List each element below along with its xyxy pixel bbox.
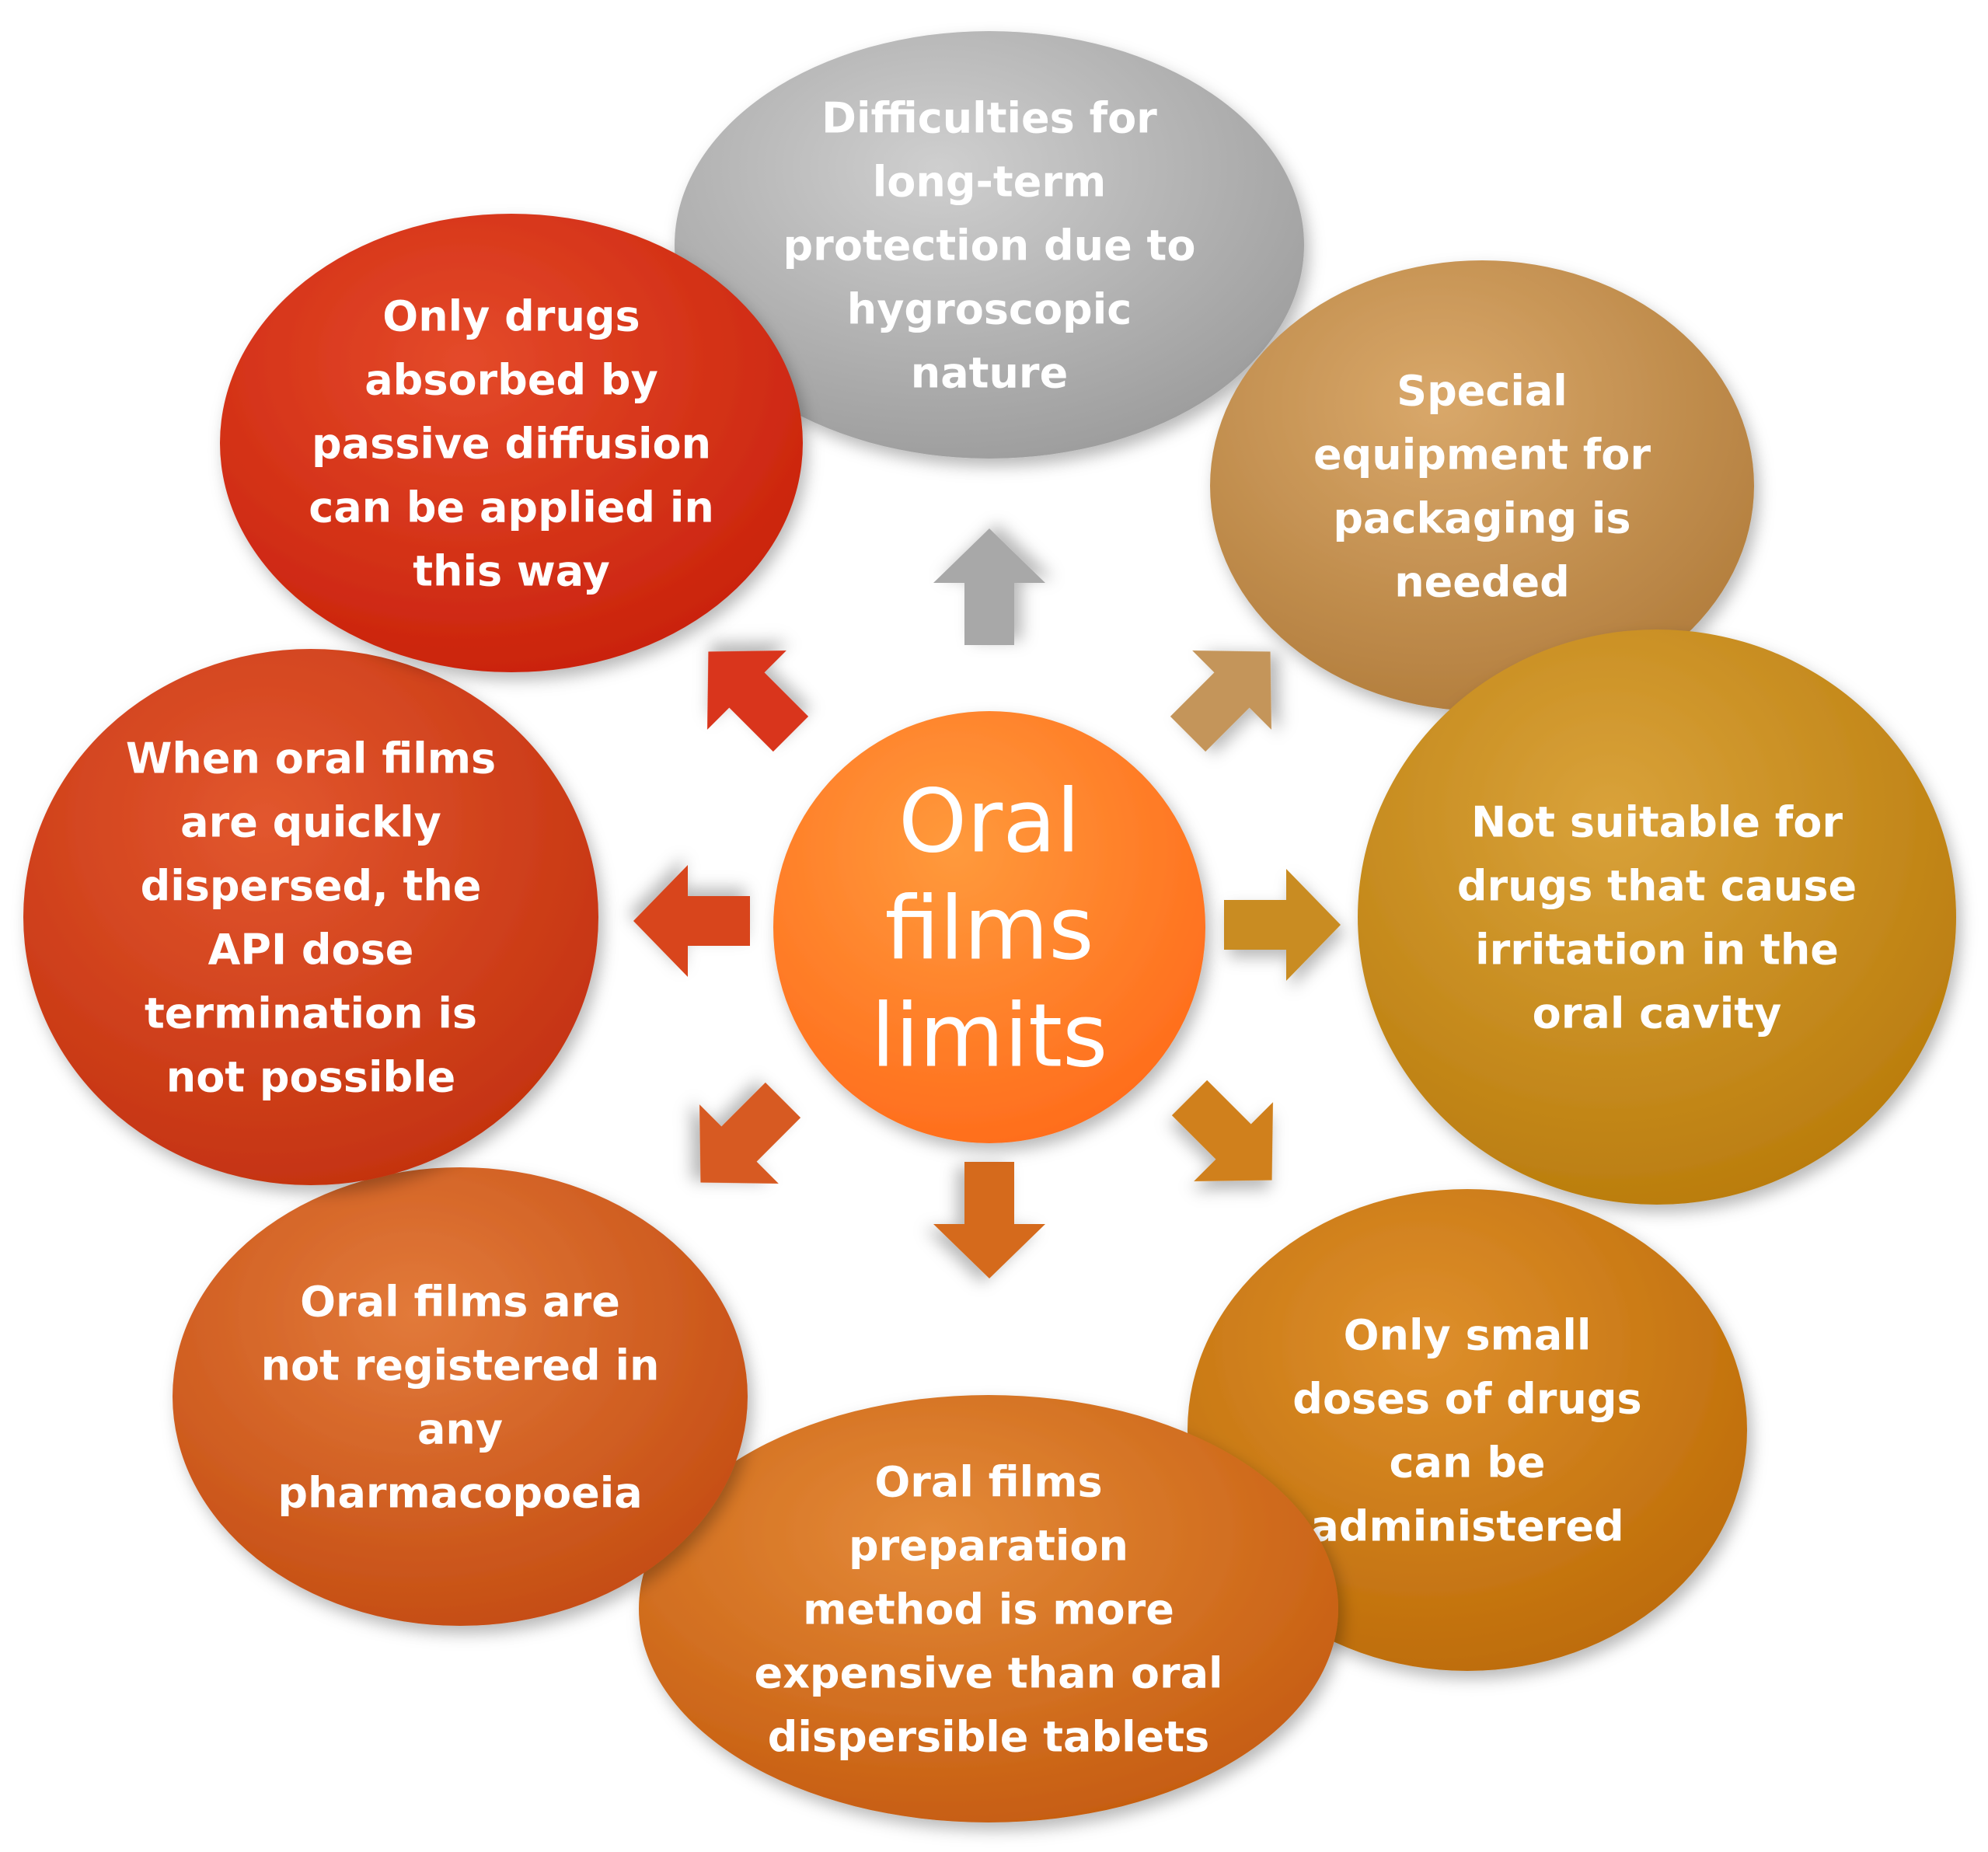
arrow-small-doses: [1171, 1079, 1273, 1181]
limit-text-line: hygroscopic: [847, 284, 1132, 333]
limit-text-line: not registered in: [261, 1341, 660, 1390]
center-title-line: Oral: [898, 771, 1080, 872]
limit-text-line: passive diffusion: [312, 419, 711, 468]
arrow-irritation: [1224, 869, 1341, 981]
arrow-shape: [933, 1162, 1045, 1278]
bubble-shape: [220, 214, 803, 672]
limit-text-line: method is more: [803, 1585, 1174, 1634]
limit-bubble-packaging: Special equipment for packaging is needed: [1210, 260, 1754, 711]
limit-text-line: this way: [413, 546, 610, 595]
limit-bubble-passive-diffusion: Only drugs absorbed by passive diffusion ca…: [220, 214, 803, 672]
bubble-layer: Difficulties for long-term protection due …: [23, 31, 1956, 1822]
bubble-shape: [639, 1395, 1338, 1822]
limit-text-line: Only drugs: [382, 291, 640, 340]
bubble-shape: [1210, 260, 1754, 711]
limit-text-line: protection due to: [783, 221, 1196, 270]
limit-text-line: drugs that cause: [1457, 861, 1857, 910]
bubble-shape: [1188, 1189, 1747, 1671]
center-title-line: limits: [871, 985, 1108, 1086]
limit-text-line: expensive than oral: [754, 1648, 1222, 1697]
arrow-shape: [699, 1082, 801, 1184]
limit-text-line: preparation: [849, 1521, 1128, 1570]
arrow-hygroscopic: [933, 528, 1045, 645]
limit-text-line: equipment for: [1313, 430, 1651, 479]
limit-text-line: absorbed by: [364, 355, 658, 404]
arrow-shape: [1224, 869, 1341, 981]
arrow-passive-diffusion: [707, 650, 809, 752]
limit-text-line: Oral films are: [300, 1277, 620, 1326]
limit-text-line: long-term: [873, 157, 1106, 206]
limit-text-line: termination is: [145, 989, 477, 1038]
arrow-shape: [1170, 650, 1271, 752]
limit-text-line: can be: [1390, 1438, 1546, 1487]
bubble-shape: [1358, 630, 1956, 1205]
limit-text-line: dispersible tablets: [768, 1712, 1209, 1761]
arrow-shape: [633, 865, 750, 977]
limit-text-line: nature: [911, 348, 1068, 397]
bubble-shape: [675, 31, 1304, 459]
limit-bubble-not-registered: Oral films are not registered in any pharma…: [173, 1167, 748, 1626]
limit-text-line: dispersed, the: [141, 861, 482, 910]
limit-bubble-hygroscopic: Difficulties for long-term protection due …: [675, 31, 1304, 459]
limit-text-line: can be applied in: [309, 483, 714, 532]
limit-text-line: oral cavity: [1533, 989, 1782, 1038]
arrow-not-registered: [699, 1082, 801, 1184]
arrow-layer: [633, 528, 1341, 1278]
limit-text-line: Only small: [1344, 1310, 1592, 1359]
limit-text-line: Oral films: [874, 1457, 1102, 1506]
limit-text-line: are quickly: [180, 797, 441, 846]
arrow-shape: [933, 528, 1045, 645]
limit-text-line: API dose: [208, 925, 414, 974]
limit-text-line: administered: [1310, 1501, 1624, 1550]
limit-text-line: Not suitable for: [1471, 797, 1843, 846]
center-title-line: films: [884, 878, 1093, 979]
limit-text-line: pharmacopoeia: [277, 1468, 642, 1517]
arrow-preparation-cost: [933, 1162, 1045, 1278]
center-circle-shape: [773, 711, 1205, 1143]
limit-text-line: not possible: [166, 1052, 456, 1101]
limit-text-line: any: [417, 1404, 503, 1453]
arrow-shape: [1171, 1079, 1273, 1181]
limit-text-line: Difficulties for: [821, 93, 1157, 142]
bubble-shape: [23, 649, 598, 1185]
arrow-dose-termination: [633, 865, 750, 977]
limit-bubble-irritation: Not suitable for drugs that cause irritati…: [1358, 630, 1956, 1205]
limit-text-line: doses of drugs: [1292, 1374, 1641, 1423]
bubble-shape: [173, 1167, 748, 1626]
limit-bubble-small-doses: Only small doses of drugs can be administer…: [1188, 1189, 1747, 1671]
arrow-shape: [707, 650, 809, 752]
limit-text-line: irritation in the: [1475, 925, 1839, 974]
limit-text-line: packaging is: [1333, 494, 1631, 542]
limit-bubble-dose-termination: When oral films are quickly dispersed, the…: [23, 649, 598, 1185]
limit-text-line: Special: [1397, 366, 1568, 415]
limit-text-line: needed: [1394, 557, 1570, 606]
limit-bubble-preparation-cost: Oral films preparation method is more expen…: [639, 1395, 1338, 1822]
limit-text-line: When oral films: [126, 734, 496, 783]
arrow-packaging: [1170, 650, 1271, 752]
